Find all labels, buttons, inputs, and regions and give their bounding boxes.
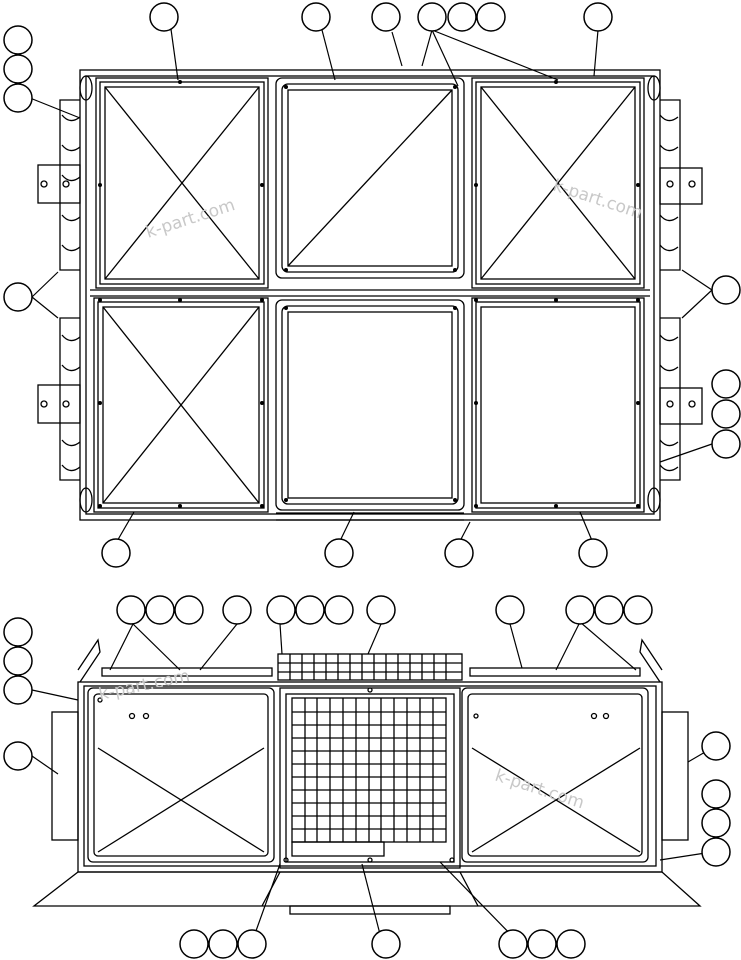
callout	[701, 731, 731, 761]
callout	[711, 369, 741, 399]
panel-top-left	[95, 77, 269, 289]
front-panel-right	[461, 687, 649, 863]
callout	[295, 595, 325, 625]
left-side-bracket-lower	[37, 317, 81, 481]
callout	[3, 741, 33, 771]
front-panel-left	[87, 687, 275, 863]
leader-lines	[29, 21, 713, 943]
callout	[476, 2, 506, 32]
callout	[556, 929, 586, 959]
callout	[101, 538, 131, 568]
callout	[701, 779, 731, 809]
callout	[623, 595, 653, 625]
callout	[701, 808, 731, 838]
top-inner-frame	[85, 75, 655, 515]
callout	[3, 25, 33, 55]
top-mesh-screen	[277, 653, 463, 681]
callout	[116, 595, 146, 625]
callout	[447, 2, 477, 32]
callout	[3, 617, 33, 647]
callout	[301, 2, 331, 32]
callout	[3, 83, 33, 113]
bottom-view-assembly	[32, 638, 702, 915]
callout	[222, 595, 252, 625]
callout	[174, 595, 204, 625]
callout	[3, 646, 33, 676]
callout	[324, 595, 354, 625]
top-view-assembly	[37, 69, 703, 521]
callout	[444, 538, 474, 568]
callout	[417, 2, 447, 32]
callout	[3, 675, 33, 705]
callout	[208, 929, 238, 959]
callout	[583, 2, 613, 32]
callout	[149, 2, 179, 32]
callout	[495, 595, 525, 625]
right-side-bracket-lower	[659, 317, 703, 481]
callout	[498, 929, 528, 959]
top-outer-frame	[79, 69, 661, 521]
callout	[565, 595, 595, 625]
callout	[366, 595, 396, 625]
callout	[711, 429, 741, 459]
callout	[3, 282, 33, 312]
callout	[371, 2, 401, 32]
top-bolts	[98, 80, 640, 508]
callout	[527, 929, 557, 959]
callout	[711, 275, 741, 305]
panel-bottom-right	[471, 297, 645, 513]
watermark-text: k-part.com	[550, 176, 644, 224]
base-plate	[32, 871, 702, 915]
left-side-bracket-upper	[37, 99, 81, 271]
callout	[3, 54, 33, 84]
panel-bottom-left	[93, 297, 269, 513]
callouts	[3, 2, 741, 959]
callout	[266, 595, 296, 625]
callout	[711, 399, 741, 429]
callout	[145, 595, 175, 625]
callout	[324, 538, 354, 568]
callout	[371, 929, 401, 959]
callout	[701, 837, 731, 867]
watermark-text: k-part.com	[492, 766, 586, 814]
callout	[594, 595, 624, 625]
callout	[179, 929, 209, 959]
panel-top-middle	[275, 77, 465, 279]
front-grille	[279, 687, 461, 869]
watermark-text: k-part.com	[97, 666, 192, 705]
right-side-bracket-upper	[659, 99, 703, 271]
panel-bottom-middle	[275, 299, 465, 511]
callout	[237, 929, 267, 959]
callout	[578, 538, 608, 568]
